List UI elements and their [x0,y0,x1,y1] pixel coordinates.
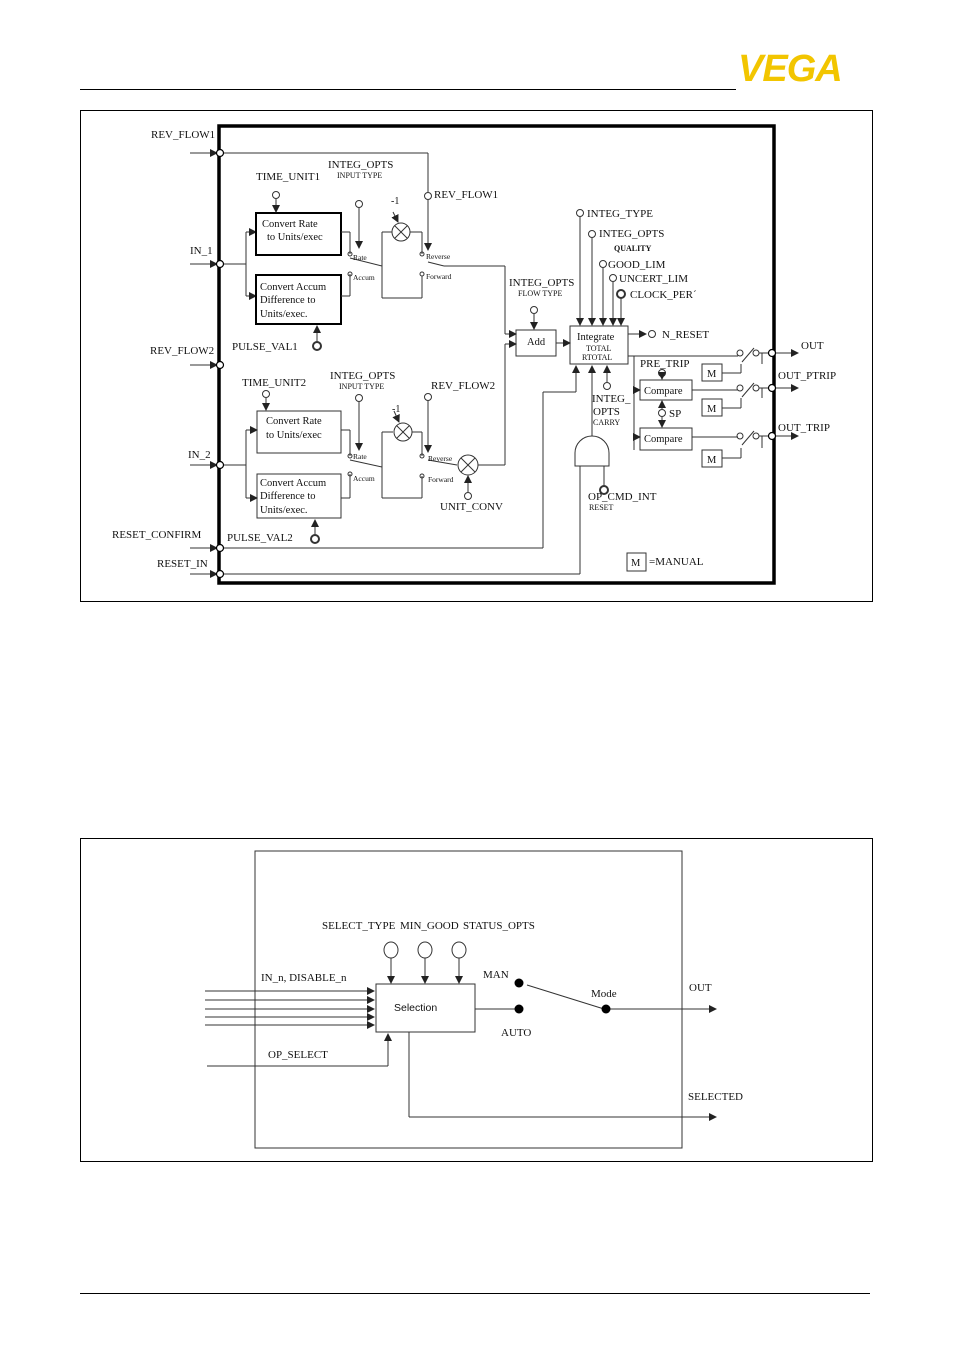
label-minus-one-1: -1 [391,196,399,207]
label-flow-type: FLOW TYPE [518,289,562,298]
label-rev-flow1-input: REV_FLOW1 [151,129,215,141]
label-out: OUT [801,340,824,352]
label-rev-flow1-param: REV_FLOW1 [434,189,498,201]
selector-diagram [205,850,717,1149]
label-convert-rate-2b: to Units/exec [266,430,322,441]
label-out-trip: OUT_TRIP [778,422,830,434]
label-forward-2: Forward [428,475,454,484]
label-input-type-2: INPUT TYPE [339,382,384,391]
label-clock-per: CLOCK_PER´ [630,289,697,301]
label-man: MAN [483,969,509,981]
label-rate-1: Rate [353,253,367,262]
label-compare-2: Compare [644,434,683,445]
label-integ-opts-quality: INTEG_OPTS [599,228,664,240]
label-pulse-val1: PULSE_VAL1 [232,341,298,353]
label-carry: CARRY [593,418,620,427]
label-accum-2: Accum [353,474,375,483]
label-auto: AUTO [501,1027,531,1039]
footer-rule [80,1293,870,1294]
label-convert-accum-1a: Convert Accum [260,282,326,293]
label-manual-3: M [707,455,717,466]
label-status-opts: STATUS_OPTS [463,920,535,932]
label-time-unit1: TIME_UNIT1 [256,171,320,183]
label-selection-block: Selection [394,1002,437,1014]
header-rule [80,89,736,90]
label-select-type: SELECT_TYPE [322,920,396,932]
label-manual-1: M [707,369,717,380]
label-integ-carry-1: INTEG_ [592,393,631,405]
label-convert-accum-1c: Units/exec. [260,309,308,320]
label-convert-accum-2b: Difference to [260,491,315,502]
label-good-lim: GOOD_LIM [608,259,666,271]
label-out-ptrip: OUT_PTRIP [778,370,836,382]
vega-logo-text: VEGA [738,50,842,84]
label-sp: SP [669,408,681,420]
label-convert-accum-2c: Units/exec. [260,505,308,516]
label-add-block: Add [527,337,546,348]
label-unit-conv: UNIT_CONV [440,501,503,513]
label-min-good: MIN_GOOD [400,920,459,932]
label-pre-trip: PRE_TRIP [640,358,690,370]
label-manual-2: M [707,404,717,415]
label-convert-rate-2a: Convert Rate [266,416,322,427]
label-rtotal: RTOTAL [582,353,612,362]
label-integ-opts-flow: INTEG_OPTS [509,277,574,289]
label-n-reset: N_RESET [662,329,709,341]
label-uncert-lim: UNCERT_LIM [619,273,688,285]
label-mode: Mode [591,988,617,1000]
label-rev-flow2-input: REV_FLOW2 [150,345,214,357]
label-selector-out: OUT [689,982,712,994]
label-integ-carry-2: OPTS [593,406,620,418]
label-op-cmd-int: OP_CMD_INT [588,491,657,503]
integrator-figure-frame [80,110,873,602]
label-accum-1: Accum [353,273,375,282]
label-manual-legend: =MANUAL [649,556,704,568]
label-integ-opts-1: INTEG_OPTS [328,159,393,171]
vega-logo: VEGA [738,50,872,84]
label-total: TOTAL [586,344,612,353]
label-integ-opts-2: INTEG_OPTS [330,370,395,382]
label-reset-confirm: RESET_CONFIRM [112,529,201,541]
label-convert-accum-2a: Convert Accum [260,478,326,489]
label-in-1: IN_1 [190,245,213,257]
selector-figure-frame [80,838,873,1162]
label-convert-rate-1b: to Units/exec [267,232,323,243]
label-in-disable: IN_n, DISABLE_n [261,972,347,984]
label-integrate-block: Integrate [577,332,615,343]
label-quality: QUALITY [614,244,652,253]
label-rate-2: Rate [353,452,367,461]
label-reset: RESET [589,503,614,512]
label-input-type-1: INPUT TYPE [337,171,382,180]
label-reverse-1: Reverse [426,252,451,261]
label-minus-one-2: -1 [392,404,400,415]
label-integ-type: INTEG_TYPE [587,208,653,220]
label-reset-in: RESET_IN [157,558,208,570]
label-pulse-val2: PULSE_VAL2 [227,532,293,544]
label-manual-legend-box: M [631,558,641,569]
label-reverse-2: Reverse [428,454,453,463]
label-op-select: OP_SELECT [268,1049,328,1061]
label-selected: SELECTED [688,1091,743,1103]
label-compare-1: Compare [644,386,683,397]
label-convert-accum-1b: Difference to [260,295,315,306]
label-convert-rate-1a: Convert Rate [262,219,318,230]
label-time-unit2: TIME_UNIT2 [242,377,306,389]
label-in-2: IN_2 [188,449,211,461]
label-forward-1: Forward [426,272,452,281]
label-rev-flow2-param: REV_FLOW2 [431,380,495,392]
